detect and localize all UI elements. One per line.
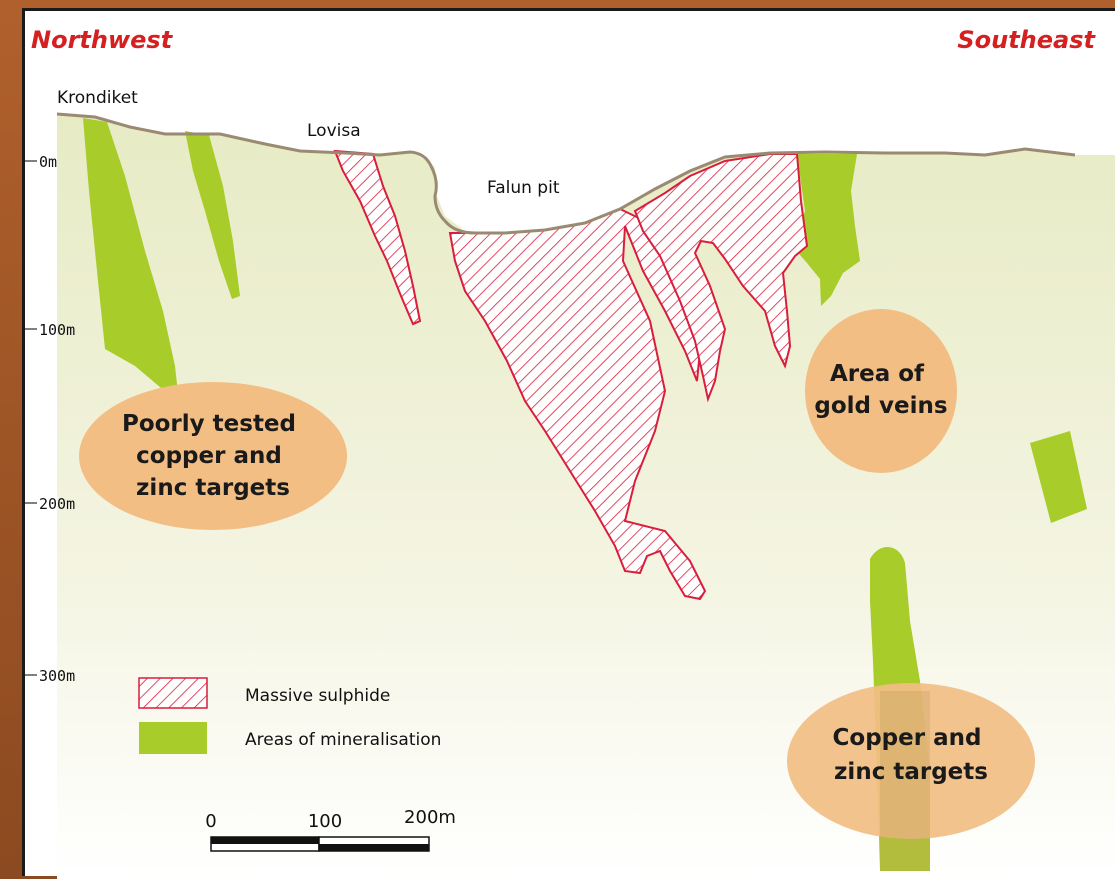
depth-label-200: 200m — [39, 495, 75, 513]
place-falun-pit: Falun pit — [487, 178, 560, 198]
place-krondiket: Krondiket — [57, 88, 138, 108]
scale-label-0: 0 — [205, 811, 216, 832]
legend-label-massive-sulphide: Massive sulphide — [245, 686, 390, 706]
target-blob-gold-veins — [805, 309, 957, 473]
cross-section-diagram: 0m 100m 200m 300m Northwest Southeast Kr… — [25, 11, 1115, 879]
depth-label-0: 0m — [39, 153, 57, 171]
depth-label-300: 300m — [39, 667, 75, 685]
depth-label-100: 100m — [39, 321, 75, 339]
direction-southeast: Southeast — [957, 26, 1096, 54]
target-label-poorly-tested: Poorly tested copper and zinc targets — [122, 411, 304, 501]
diagram-panel: 0m 100m 200m 300m Northwest Southeast Kr… — [22, 8, 1115, 876]
place-lovisa: Lovisa — [307, 121, 361, 141]
legend-swatch-mineralisation — [139, 722, 207, 754]
scale-label-100: 100 — [308, 811, 342, 832]
legend-swatch-massive-sulphide — [139, 678, 207, 708]
direction-northwest: Northwest — [31, 26, 174, 54]
legend-label-mineralisation: Areas of mineralisation — [245, 730, 441, 750]
scale-label-200m: 200m — [404, 807, 456, 828]
